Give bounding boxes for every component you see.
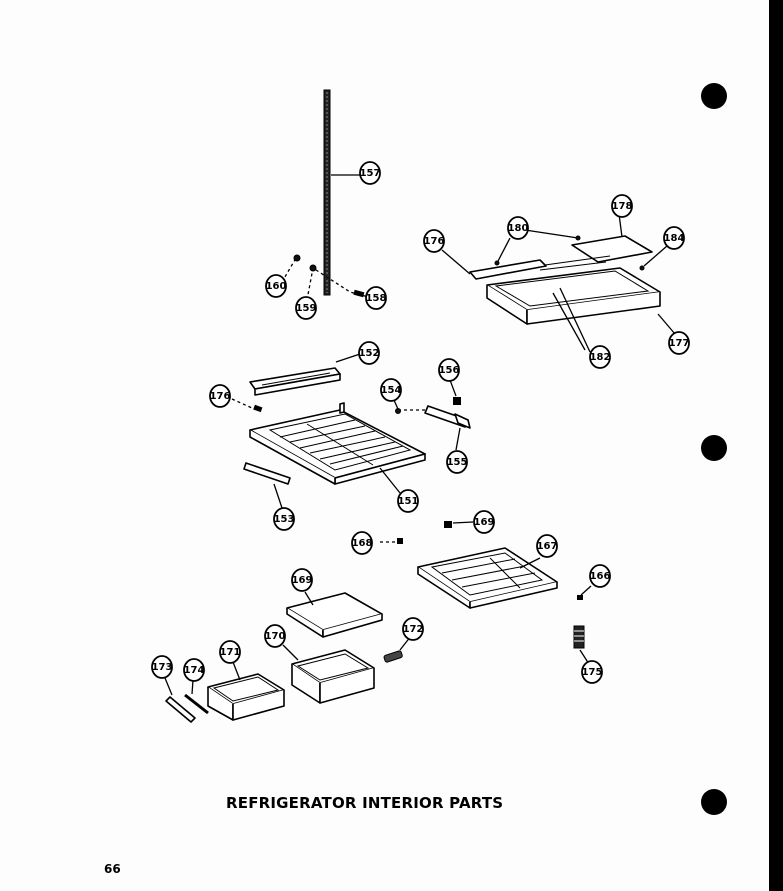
wire-shelf-151 [249, 402, 426, 494]
crisper-cover-169 [286, 591, 383, 638]
shelf-bracket-152 [249, 353, 361, 396]
callout-number: 166 [590, 571, 611, 582]
page-number: 66 [104, 862, 121, 876]
callout-number: 168 [352, 538, 373, 549]
freezer-tray-assembly [441, 213, 676, 353]
callout-173: 173 [151, 655, 173, 679]
callout-151: 151 [397, 489, 419, 513]
callout-178: 178 [611, 194, 633, 218]
shelf-rail-157 [323, 89, 331, 296]
callout-number: 172 [403, 624, 424, 635]
callout-172: 172 [402, 617, 424, 641]
callout-number: 151 [398, 496, 419, 507]
callout-169: 169 [473, 510, 495, 534]
callout-176: 176 [423, 229, 445, 253]
callout-169: 169 [291, 568, 313, 592]
callout-number: 156 [439, 365, 460, 376]
callout-158: 158 [365, 286, 387, 310]
callout-number: 174 [184, 665, 205, 676]
callout-number: 167 [537, 541, 558, 552]
callout-number: 160 [266, 281, 287, 292]
drawer-171 [207, 661, 285, 721]
callout-182: 182 [589, 345, 611, 369]
callout-156: 156 [438, 358, 460, 382]
callout-layer: 157 160 159 158 176 180 178 184 177 182 152 176 154 1… [151, 161, 690, 684]
callout-159: 159 [295, 296, 317, 320]
knob-172 [383, 635, 412, 663]
callout-number: 169 [292, 575, 313, 586]
callout-number: 176 [210, 391, 231, 402]
callout-153: 153 [273, 507, 295, 531]
rail-153 [243, 462, 291, 509]
callout-number: 155 [447, 457, 468, 468]
binding-hole-bottom [701, 789, 727, 815]
spring-175 [573, 625, 590, 665]
callout-155: 155 [446, 450, 468, 474]
callout-176: 176 [209, 384, 231, 408]
callout-number: 184 [664, 233, 685, 244]
callout-154: 154 [380, 378, 402, 402]
callout-152: 152 [358, 341, 380, 365]
callout-167: 167 [536, 534, 558, 558]
callout-number: 171 [220, 647, 241, 658]
callout-number: 177 [669, 338, 690, 349]
callout-166: 166 [589, 564, 611, 588]
callout-174: 174 [183, 658, 205, 682]
callout-168: 168 [351, 531, 373, 555]
callout-number: 170 [265, 631, 286, 642]
binding-hole-middle [701, 435, 727, 461]
callout-number: 169 [474, 517, 495, 528]
callout-160: 160 [265, 274, 287, 298]
callout-number: 182 [590, 352, 611, 363]
shelf-167 [380, 521, 592, 609]
crisper-drawer-170 [282, 644, 375, 704]
callout-171: 171 [219, 640, 241, 664]
callout-number: 180 [508, 223, 529, 234]
callout-number: 157 [360, 168, 381, 179]
strips-173-174 [164, 677, 209, 723]
callout-number: 173 [152, 662, 173, 673]
callout-number: 176 [424, 236, 445, 247]
callout-number: 178 [612, 201, 633, 212]
callout-184: 184 [663, 226, 685, 250]
callout-157: 157 [359, 161, 381, 185]
callout-175: 175 [581, 660, 603, 684]
callout-number: 175 [582, 667, 603, 678]
binding-hole-top [701, 83, 727, 109]
callout-number: 158 [366, 293, 387, 304]
scan-edge-bar [769, 0, 783, 891]
diagram-title: REFRIGERATOR INTERIOR PARTS [226, 794, 504, 812]
callout-number: 159 [296, 303, 317, 314]
callout-number: 152 [359, 348, 380, 359]
callout-177: 177 [668, 331, 690, 355]
callout-number: 153 [274, 514, 295, 525]
callout-180: 180 [507, 216, 529, 240]
callout-170: 170 [264, 624, 286, 648]
bracket-155 [231, 379, 471, 451]
callout-number: 154 [381, 385, 402, 396]
